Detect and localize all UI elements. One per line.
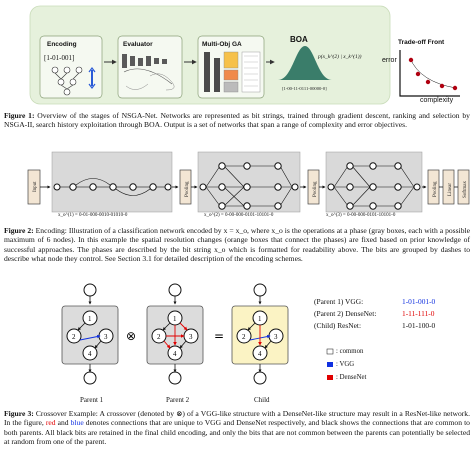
svg-text:2: 2 bbox=[72, 333, 76, 341]
softmax-label: Softmax bbox=[463, 181, 468, 198]
parent-1-label: Parent 1 bbox=[80, 396, 104, 404]
svg-text:4: 4 bbox=[173, 350, 177, 358]
evaluator-title: Evaluator bbox=[123, 41, 153, 48]
figure-1-caption: Figure 1: Overview of the stages of NSGA… bbox=[4, 111, 470, 130]
phase-3 bbox=[325, 151, 423, 213]
parent-2-label: Parent 2 bbox=[166, 396, 190, 404]
child-label: Child bbox=[254, 396, 270, 404]
fig2-caption-text: Encoding: Illustration of a classificati… bbox=[4, 226, 470, 264]
bits-label-3: x_o^(3) = 0-00-000-0101-10101-0 bbox=[326, 213, 396, 218]
encoding-stage: Encoding [1-01-001] bbox=[39, 35, 103, 99]
evaluator-stage: Evaluator bbox=[117, 35, 183, 99]
figure-2: Input Pooling Pooling bbox=[27, 151, 470, 213]
boa-bits: [1-00-11-0111-00000-0] bbox=[282, 86, 327, 91]
pooling-label-3: Pooling bbox=[433, 181, 438, 197]
multiobj-title: Multi-Obj GA bbox=[202, 41, 242, 48]
key-densenet-label: : DenseNet bbox=[336, 374, 367, 381]
axis-complexity: complexity bbox=[420, 97, 454, 104]
figure-3-caption: Figure 3: Crossover Example: A crossover… bbox=[4, 409, 470, 447]
bits-label-2: x_o^(2) = 0-00-000-0101-10101-0 bbox=[204, 213, 274, 218]
key-vgg-label: : VGG bbox=[336, 361, 355, 368]
axis-error: error bbox=[382, 57, 397, 64]
encoding-string: [1-01-001] bbox=[44, 54, 74, 62]
svg-text:1: 1 bbox=[173, 315, 177, 323]
pooling-label-1: Pooling bbox=[185, 181, 190, 197]
svg-text:4: 4 bbox=[88, 350, 92, 358]
svg-text:4: 4 bbox=[258, 350, 262, 358]
fig1-caption-text: Overview of the stages of NSGA-Net. Netw… bbox=[4, 111, 470, 130]
figure-3: 1 2 3 4 ⊗ 1 2 3 4 = 1 2 3 4 bbox=[61, 283, 334, 385]
multiobj-ga-stage: Multi-Obj GA bbox=[197, 35, 265, 99]
svg-text:1: 1 bbox=[258, 315, 262, 323]
key-common-swatch bbox=[326, 348, 334, 355]
parent-1-graph: 1 2 3 4 bbox=[61, 283, 119, 385]
phase-1 bbox=[51, 151, 173, 213]
fig1-caption-label: Figure 1: bbox=[4, 111, 35, 120]
fig2-caption-label: Figure 2: bbox=[4, 226, 34, 235]
tradeoff-title: Trade-off Front bbox=[398, 39, 445, 46]
svg-text:3: 3 bbox=[104, 333, 108, 341]
fig3-caption-label: Figure 3: bbox=[4, 409, 34, 418]
encoding-legend: (Parent 1) VGG:1-01-001-0 (Parent 2) Den… bbox=[314, 297, 436, 330]
boa-formula: p(x_k^(2) | x_k^(1)) bbox=[317, 53, 362, 60]
key-densenet-swatch bbox=[327, 375, 333, 380]
crossover-symbol: ⊗ bbox=[126, 329, 136, 343]
svg-text:3: 3 bbox=[189, 333, 193, 341]
svg-text:2: 2 bbox=[242, 333, 246, 341]
svg-text:2: 2 bbox=[157, 333, 161, 341]
parent-2-graph: 1 2 3 4 bbox=[146, 283, 204, 385]
linear-label: Linear bbox=[448, 183, 453, 196]
bits-label-1: x_o^(1) = 0-01-000-0010-01010-0 bbox=[58, 213, 128, 218]
key-vgg-swatch bbox=[327, 362, 333, 367]
key-common-label: : common bbox=[336, 348, 364, 355]
svg-text:3: 3 bbox=[274, 333, 278, 341]
svg-text:1: 1 bbox=[88, 315, 92, 323]
phase-2 bbox=[197, 151, 301, 213]
boa-stage: BOA p(x_k^(2) | x_k^(1)) [1-00-11-0111-0… bbox=[278, 35, 362, 91]
input-label: Input bbox=[33, 181, 38, 192]
encoding-title: Encoding bbox=[47, 41, 77, 48]
tradeoff-front-stage: Trade-off Front error complexity bbox=[382, 39, 460, 104]
boa-title: BOA bbox=[290, 35, 308, 44]
pooling-label-2: Pooling bbox=[313, 181, 318, 197]
child-graph: 1 2 3 4 bbox=[231, 283, 289, 385]
figure-1: Encoding [1-01-001] Evaluator Multi-Obj … bbox=[29, 5, 460, 105]
equals-symbol: = bbox=[214, 329, 224, 343]
figure-2-caption: Figure 2: Encoding: Illustration of a cl… bbox=[4, 226, 470, 264]
